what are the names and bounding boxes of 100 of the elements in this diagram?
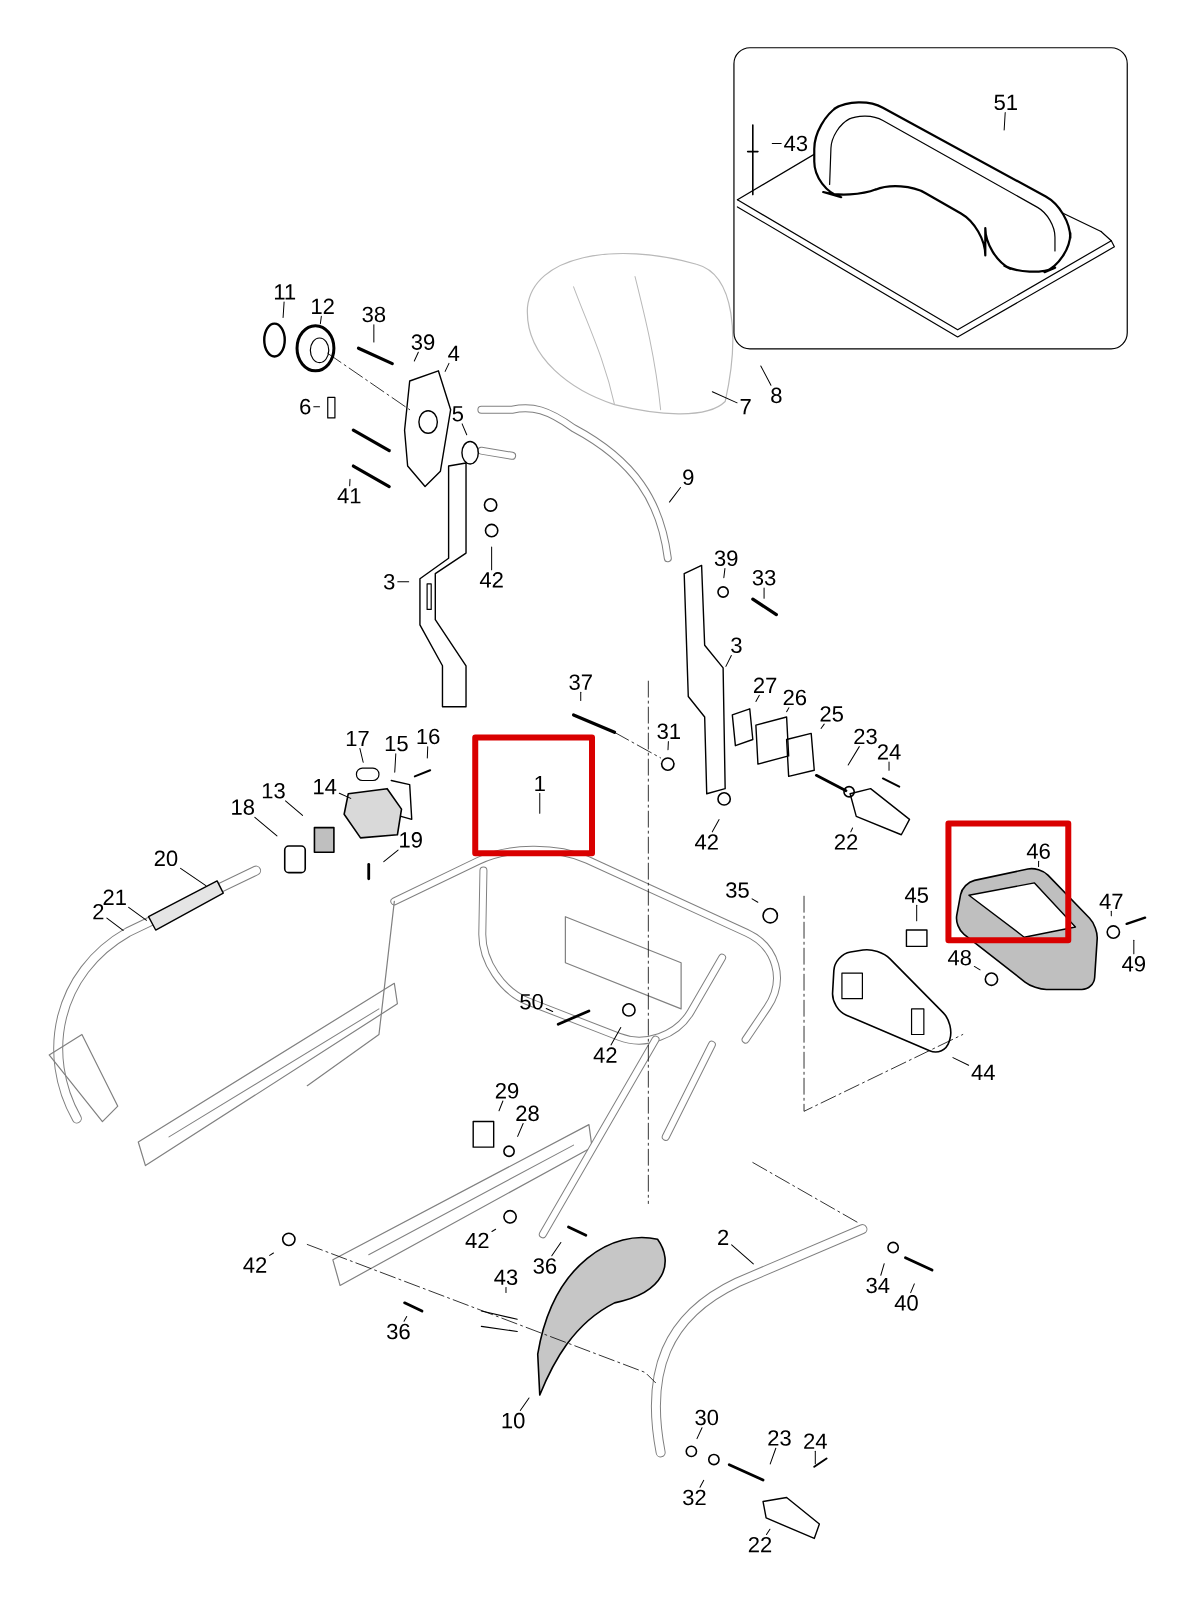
leader-line [751, 898, 759, 903]
leader-line [349, 478, 351, 487]
leader-line [771, 142, 782, 144]
callout-number: 24 [803, 1433, 827, 1449]
callout-number: 34 [866, 1277, 890, 1294]
leader-line [444, 362, 450, 372]
callout-number: 16 [417, 728, 440, 745]
callout-number: 29 [495, 1083, 518, 1099]
callout-number: 42 [694, 834, 718, 850]
callout-number: 35 [725, 882, 749, 898]
callout-number: 43 [783, 135, 807, 152]
leader-line [580, 691, 582, 702]
callout-number: 42 [465, 1232, 489, 1249]
callout-number: 48 [947, 949, 971, 966]
callout-number: 44 [971, 1064, 995, 1080]
leader-line [545, 1007, 553, 1012]
callout-number: 41 [337, 488, 361, 504]
callout-number: 5 [452, 406, 463, 422]
leader-line [313, 406, 320, 408]
inset-panel [733, 47, 1128, 350]
leader-line [373, 324, 375, 343]
leader-line [403, 1315, 408, 1322]
callout-number: 14 [313, 779, 337, 795]
callout-number: 2 [717, 1229, 728, 1245]
callout-number: 27 [753, 677, 777, 693]
leader-line [1037, 860, 1039, 867]
leader-line [699, 1479, 705, 1488]
leader-line [516, 1123, 524, 1137]
callout-number: 9 [683, 469, 694, 486]
callout-number: 38 [362, 306, 385, 323]
leader-line [461, 423, 468, 436]
leader-line [916, 904, 917, 922]
leader-line [394, 753, 397, 773]
callout-number: 47 [1099, 893, 1123, 909]
leader-line [814, 1450, 816, 1465]
callout-number: 12 [311, 298, 334, 314]
leader-line [820, 723, 825, 729]
callout-number: 1 [535, 776, 545, 792]
callout-number: 23 [768, 1430, 791, 1446]
callout-number: 36 [386, 1323, 410, 1340]
leader-line [667, 741, 669, 751]
callout-number: 46 [1026, 843, 1050, 859]
callout-number: 20 [154, 850, 178, 867]
callout-number: 3 [383, 574, 395, 590]
callout-number: 6 [300, 398, 311, 415]
callout-number: 3 [730, 637, 742, 654]
leader-line [179, 867, 207, 887]
callout-number: 33 [752, 569, 776, 586]
callout-number: 8 [771, 387, 782, 404]
leader-line [755, 694, 760, 702]
callout-number: 15 [385, 735, 408, 752]
leader-line [973, 965, 981, 971]
leader-line [491, 1228, 496, 1232]
callout-number: 19 [399, 832, 422, 848]
callout-number: 40 [894, 1295, 918, 1311]
leader-line [397, 581, 409, 583]
leader-line [765, 1528, 771, 1535]
callout-number: 2 [93, 903, 104, 920]
callout-number: 31 [657, 723, 680, 740]
callout-number: 24 [877, 744, 901, 760]
callout-number: 42 [243, 1257, 266, 1273]
leader-line [338, 792, 352, 799]
leader-line [769, 1447, 777, 1465]
callout-number: 13 [262, 782, 285, 799]
callout-number: 50 [520, 993, 543, 1010]
leader-line [730, 1244, 754, 1265]
callout-number: 42 [479, 572, 503, 588]
callout-number: 32 [682, 1489, 706, 1506]
leader-line [383, 849, 399, 863]
callout-number: 49 [1121, 956, 1145, 972]
callout-number: 11 [274, 284, 295, 300]
leader-line [888, 761, 890, 771]
leader-line [1110, 910, 1112, 917]
leader-line [282, 301, 285, 319]
callout-number: 43 [494, 1269, 518, 1286]
leader-line [847, 746, 860, 766]
callout-number: 7 [740, 399, 751, 415]
leader-line [319, 315, 322, 325]
callout-number: 25 [820, 706, 843, 722]
callout-number: 22 [748, 1536, 771, 1553]
callout-number: 26 [783, 689, 806, 706]
leader-line [723, 567, 726, 579]
leader-line [254, 816, 278, 837]
leader-line [490, 546, 492, 571]
leader-line [760, 365, 772, 386]
callout-number: 21 [103, 889, 126, 905]
callout-number: 36 [533, 1258, 556, 1274]
leader-line [711, 819, 720, 833]
leader-line [952, 1057, 969, 1066]
leader-line [1133, 939, 1135, 955]
leader-line [498, 1100, 504, 1112]
leader-line [127, 906, 147, 921]
callout-number: 28 [516, 1105, 539, 1122]
leader-line [1003, 112, 1006, 131]
callout-number: 17 [346, 730, 369, 747]
leader-line [106, 917, 124, 931]
leader-line [880, 1263, 885, 1276]
leader-line [850, 827, 853, 833]
leader-line [359, 747, 364, 763]
callout-number: 4 [447, 345, 459, 361]
